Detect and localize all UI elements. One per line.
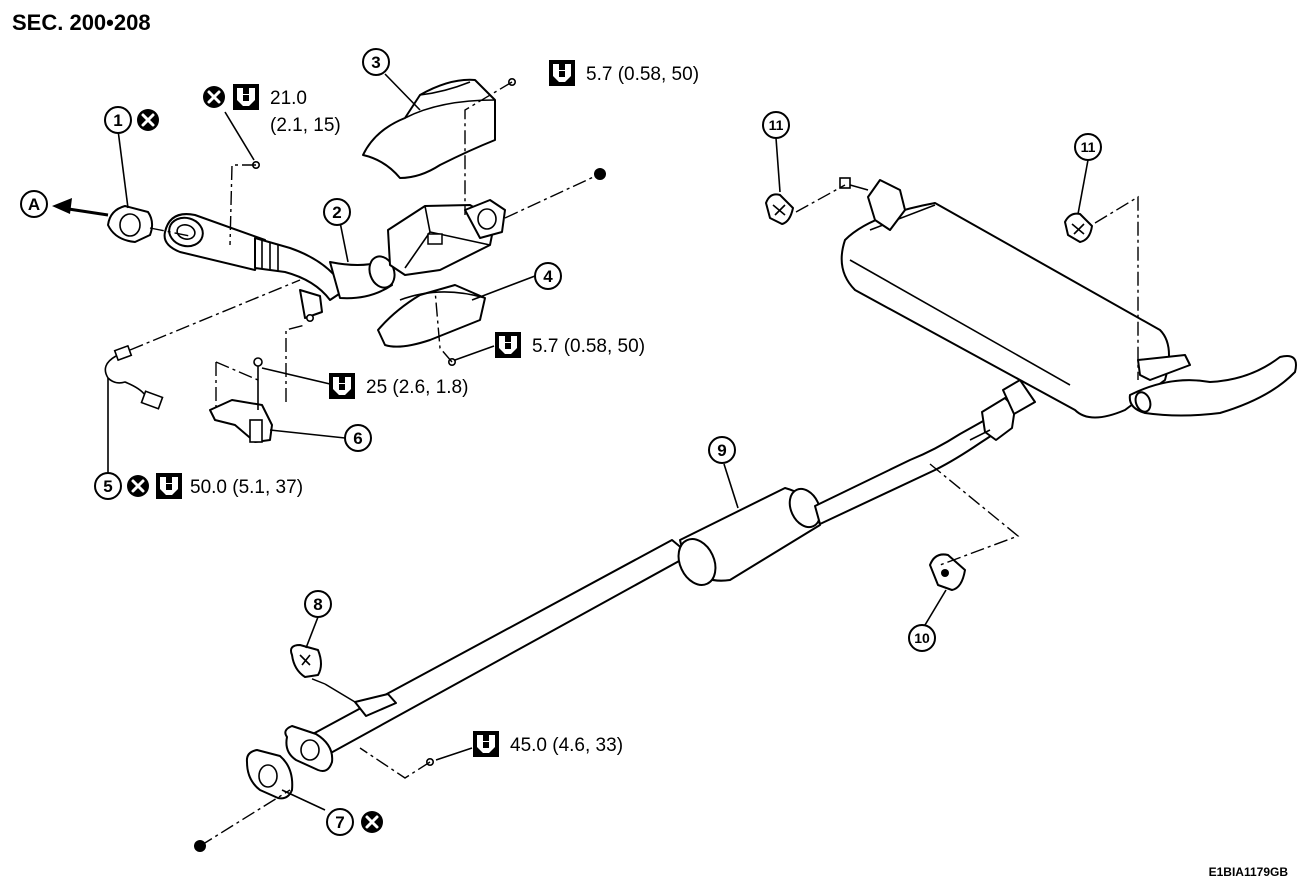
lower-heat-insulator bbox=[377, 284, 486, 348]
front-gasket bbox=[107, 205, 154, 243]
do-not-reuse-icon bbox=[125, 473, 151, 499]
callout-5: 5 50.0 (5.1, 37) bbox=[94, 472, 303, 500]
callout-number: 7 bbox=[335, 813, 344, 832]
callout-leaders bbox=[107, 73, 1089, 811]
torque-spec-lower-insulator: 5.7 (0.58, 50) bbox=[454, 332, 645, 361]
arrow-label: A bbox=[28, 195, 40, 214]
figure-code: E1BIA1179GB bbox=[1209, 865, 1289, 879]
mounting-rubber-11-rear bbox=[1064, 212, 1093, 243]
callout-11-rear: 11 bbox=[1074, 133, 1102, 161]
torque-wrench-icon bbox=[156, 473, 182, 499]
torque-spec-sensor-stud: 21.0 (2.1, 15) bbox=[201, 84, 341, 136]
torque-value-bracket: 25 (2.6, 1.8) bbox=[366, 377, 468, 398]
callout-10: 10 bbox=[908, 624, 936, 652]
callout-9: 9 bbox=[708, 436, 736, 464]
do-not-reuse-icon bbox=[201, 84, 227, 110]
torque-value-lower-insulator: 5.7 (0.58, 50) bbox=[532, 336, 645, 357]
torque-wrench-icon bbox=[233, 84, 259, 110]
callout-11-front: 11 bbox=[762, 111, 790, 139]
torque-wrench-icon bbox=[495, 332, 521, 358]
reference-dot bbox=[594, 168, 606, 180]
torque-wrench-icon bbox=[473, 731, 499, 757]
callout-1: 1 bbox=[104, 106, 161, 134]
front-direction-arrow: A bbox=[20, 190, 109, 218]
torque-value-stud: 21.0 bbox=[270, 88, 307, 109]
mounting-rubber-11-front bbox=[765, 193, 794, 225]
torque-spec-bracket-bolt: 25 (2.6, 1.8) bbox=[329, 373, 468, 399]
center-muffler-and-pipe bbox=[284, 379, 1036, 772]
torque-value-rear-flange: 45.0 (4.6, 33) bbox=[510, 735, 623, 756]
callout-8: 8 bbox=[304, 590, 332, 618]
callout-number: 5 bbox=[103, 477, 112, 496]
torque-value-upper-insulator: 5.7 (0.58, 50) bbox=[586, 64, 699, 85]
callout-3: 3 bbox=[362, 48, 390, 76]
callout-number: 2 bbox=[332, 203, 341, 222]
callout-number: 9 bbox=[717, 441, 726, 460]
callout-7: 7 bbox=[326, 808, 385, 836]
torque-spec-rear-flange: 45.0 (4.6, 33) bbox=[435, 731, 623, 761]
callout-number: 11 bbox=[769, 117, 784, 133]
callout-number: 11 bbox=[1081, 139, 1096, 155]
callout-number: 3 bbox=[371, 53, 380, 72]
do-not-reuse-icon bbox=[135, 107, 161, 133]
torque-wrench-icon bbox=[329, 373, 355, 399]
callout-number: 1 bbox=[113, 111, 122, 130]
three-way-catalyst bbox=[163, 199, 506, 319]
callout-number: 4 bbox=[543, 267, 553, 286]
callout-2: 2 bbox=[323, 198, 351, 226]
torque-wrench-icon bbox=[549, 60, 575, 86]
torque-value-sensor: 50.0 (5.1, 37) bbox=[190, 477, 303, 498]
torque-spec-upper-insulator: 5.7 (0.58, 50) bbox=[549, 60, 699, 86]
do-not-reuse-icon bbox=[359, 809, 385, 835]
callout-6: 6 bbox=[344, 424, 372, 452]
bracket bbox=[209, 357, 273, 443]
mounting-rubber-8 bbox=[290, 644, 322, 678]
assembly-lines bbox=[129, 81, 1139, 847]
nut-icon bbox=[305, 313, 315, 323]
mounting-rubber-10 bbox=[929, 553, 966, 591]
callout-number: 10 bbox=[914, 630, 930, 646]
reference-dot bbox=[194, 840, 206, 852]
callout-number: 8 bbox=[313, 595, 322, 614]
section-title: SEC. 200•208 bbox=[12, 10, 151, 35]
callout-4: 4 bbox=[534, 262, 562, 290]
callout-number: 6 bbox=[353, 429, 362, 448]
heated-oxygen-sensor bbox=[104, 344, 164, 410]
upper-heat-insulator bbox=[362, 78, 496, 179]
torque-value-stud-alt: (2.1, 15) bbox=[270, 115, 341, 136]
main-muffler bbox=[839, 177, 1297, 419]
rear-gasket bbox=[245, 749, 294, 800]
